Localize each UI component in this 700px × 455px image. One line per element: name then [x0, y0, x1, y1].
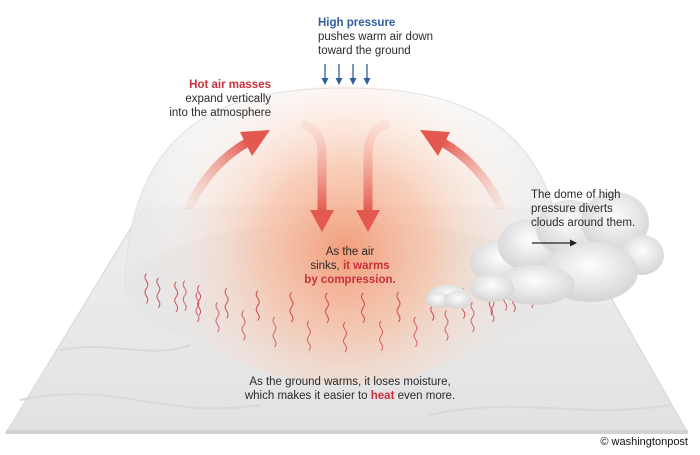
small-cloud [426, 285, 472, 309]
sinking-arrow-right-head [356, 210, 380, 232]
heat-wave [343, 321, 347, 353]
heat-wave [444, 310, 449, 341]
rising-arrow-right [437, 137, 505, 210]
sinking-arrow-left-head [310, 210, 334, 232]
high-pressure-line1: pushes warm air down [318, 31, 434, 43]
ground-edge [6, 430, 688, 434]
ground-line1: As the ground warms, it loses moisture, [249, 376, 451, 388]
cloud-direction-arrow-head [570, 239, 577, 247]
heat-wave [241, 310, 246, 341]
heat-wave [379, 320, 384, 352]
rising-arrow-left-head [240, 130, 270, 156]
hot-air-line2: into the atmosphere [169, 107, 271, 119]
heat-wave [255, 290, 260, 321]
heat-wave [306, 320, 311, 352]
pressure-arrows [321, 64, 371, 85]
credit-label: © washingtonpost [600, 436, 688, 448]
clouds-line2: pressure diverts [531, 203, 613, 215]
large-cloud [470, 192, 664, 305]
ground-line2-pre: which makes it easier to [244, 390, 371, 402]
high-pressure-title: High pressure [318, 17, 396, 29]
ground-line2-post: even more. [394, 390, 456, 402]
heat-wave [215, 301, 220, 333]
clouds-line3: clouds around them. [531, 217, 636, 229]
clouds-label: The dome of high pressure diverts clouds… [531, 188, 661, 230]
ground-line2: which makes it easier to heat even more. [220, 389, 480, 403]
clouds-line1: The dome of high [531, 189, 621, 201]
sinking-arrow-right [363, 120, 390, 217]
hot-air-title: Hot air masses [189, 79, 271, 91]
high-pressure-line2: toward the ground [318, 45, 411, 57]
hot-air-line1: expand vertically [185, 93, 271, 105]
heat-glow [145, 85, 545, 385]
heat-wave [197, 284, 202, 316]
ground-line2-highlight: heat [370, 390, 395, 402]
heat-wave [182, 280, 187, 312]
heat-wave [289, 291, 294, 323]
high-pressure-label: High pressure pushes warm air down towar… [318, 16, 478, 58]
air-sinks-line2-pre: sinks, [310, 260, 343, 272]
heat-wave [144, 273, 149, 304]
air-sinks-line1: As the air [325, 246, 375, 258]
ground-label: As the ground warms, it loses moisture, … [220, 375, 480, 403]
hot-air-label: Hot air masses expand vertically into th… [150, 78, 271, 120]
heat-wave [325, 292, 329, 324]
heat-wave [396, 291, 401, 323]
heat-wave [174, 281, 179, 313]
heat-wave [156, 277, 161, 309]
sinking-arrow-left [300, 120, 327, 217]
air-sinks-line3: by compression. [304, 274, 396, 286]
heat-wave [272, 316, 277, 348]
air-sinks-line2-highlight: it warms [342, 260, 390, 272]
rising-arrow-left [185, 137, 253, 210]
rising-arrow-right-head [420, 130, 450, 156]
heat-wave [195, 291, 200, 323]
heat-wave [413, 316, 418, 348]
heat-wave [224, 287, 229, 319]
heat-wave [470, 301, 475, 333]
heat-wave [361, 292, 365, 324]
ground-texture [19, 344, 671, 416]
air-sinks-label: As the air sinks, it warms by compressio… [280, 245, 420, 287]
air-sinks-line2: sinks, it warms [280, 259, 420, 273]
